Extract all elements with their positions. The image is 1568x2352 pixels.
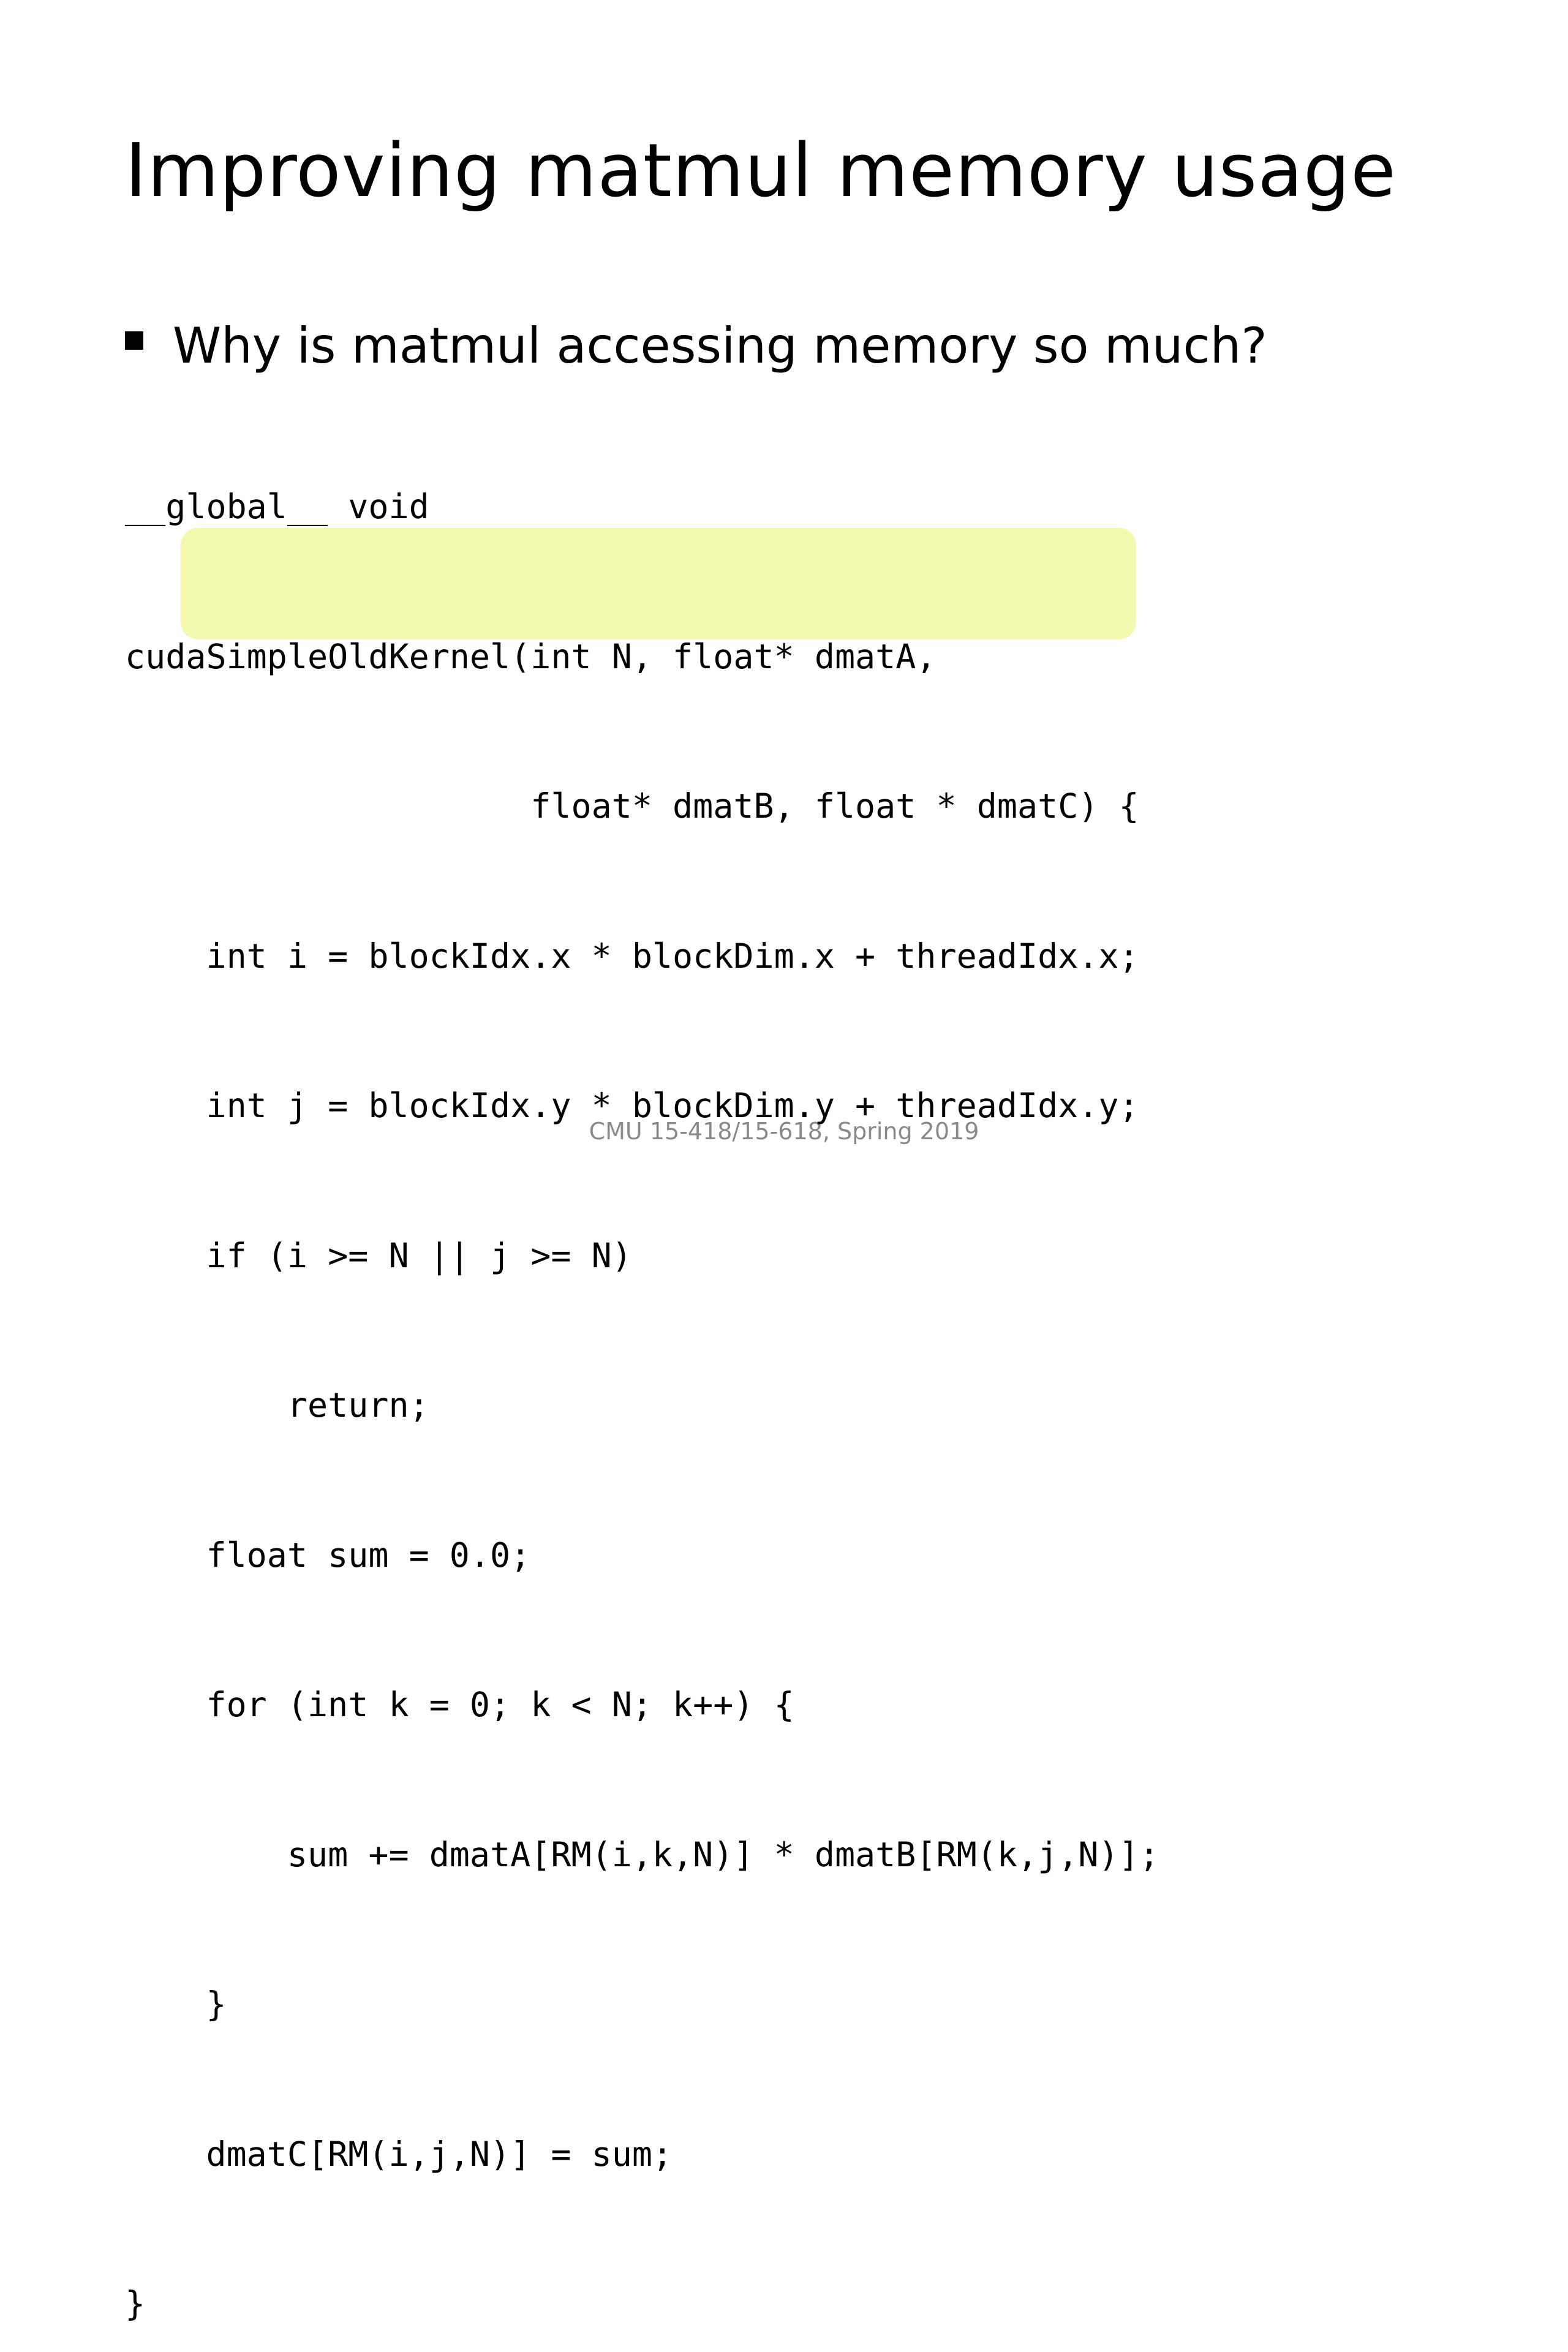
bullet-item: Why is matmul accessing memory so much? xyxy=(125,312,1267,380)
slide-footer: CMU 15-418/15-618, Spring 2019 xyxy=(589,1118,979,1145)
bullet-text: Why is matmul accessing memory so much? xyxy=(173,317,1267,374)
code-highlight xyxy=(181,528,1136,639)
code-line: return; xyxy=(125,1385,429,1425)
code-line: float sum = 0.0; xyxy=(125,1535,531,1575)
bullet-square-icon xyxy=(125,331,143,350)
slide-title: Improving matmul memory usage xyxy=(125,129,1396,214)
code-line: } xyxy=(125,1985,227,2024)
code-line-highlighted: int i = blockIdx.x * blockDim.x + thread… xyxy=(125,936,1139,976)
code-line: if (i >= N || j >= N) xyxy=(125,1235,632,1275)
code-line: } xyxy=(125,2284,146,2323)
code-line: float* dmatB, float * dmatC) { xyxy=(125,786,1139,826)
code-line-highlighted: int j = blockIdx.y * blockDim.y + thread… xyxy=(125,1086,1139,1125)
slide: Improving matmul memory usage Why is mat… xyxy=(125,129,1396,2323)
code-line: __global__ void xyxy=(125,487,429,526)
code-line: sum += dmatA[RM(i,k,N)] * dmatB[RM(k,j,N… xyxy=(125,1834,1159,1874)
code-line: for (int k = 0; k < N; k++) { xyxy=(125,1685,794,1724)
code-block: __global__ void cudaSimpleOldKernel(int … xyxy=(125,382,1159,2352)
code-line: cudaSimpleOldKernel(int N, float* dmatA, xyxy=(125,636,937,676)
code-line: dmatC[RM(i,j,N)] = sum; xyxy=(125,2134,673,2174)
